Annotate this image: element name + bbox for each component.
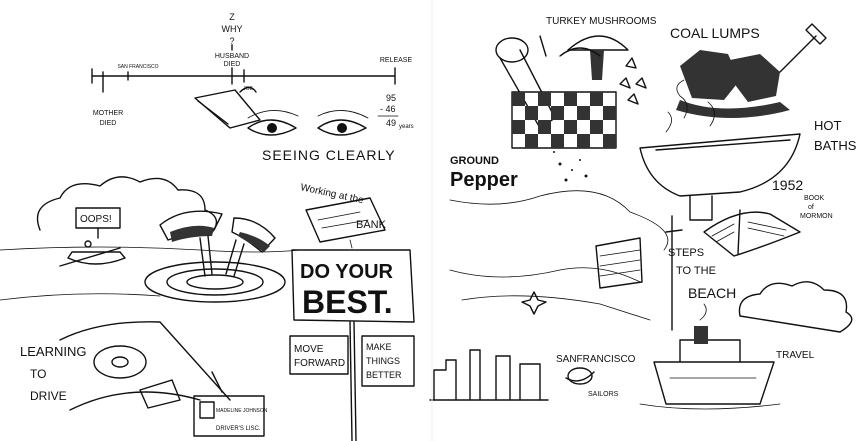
lake-drawing: [0, 210, 301, 303]
things-label: THINGS: [366, 356, 400, 366]
oops-sign: OOPS!: [75, 207, 121, 239]
drivers-lisc-label: DRIVER'S LISC.: [216, 426, 261, 432]
license-name: MADELINE JOHNSON: [216, 408, 268, 414]
coal-lumps-drawing: [676, 23, 827, 118]
learning-to-drive: LEARNING TO DRIVE: [20, 321, 231, 411]
working-at-the-label: Working at the: [299, 182, 365, 206]
ground-pepper: GROUND Pepper: [450, 151, 588, 191]
calc-49: 49: [386, 118, 396, 128]
sailors-label: SAILORS: [588, 391, 619, 398]
timeline-job: JOB: [243, 86, 253, 92]
oops-label: OOPS!: [80, 214, 112, 225]
sailors-hat: SAILORS: [565, 367, 619, 398]
bank-label: BANK: [356, 219, 387, 231]
timeline-died: DIED: [224, 61, 241, 68]
to-label: TO: [30, 367, 46, 381]
travel-label: TRAVEL: [776, 350, 815, 361]
calc-95: 95: [386, 93, 396, 103]
beach-scene: [449, 190, 683, 331]
calc-46: - 46: [380, 104, 396, 114]
move-label: MOVE: [294, 344, 324, 355]
pepper-label: Pepper: [450, 169, 518, 191]
move-forward-sign: MOVE FORWARD: [289, 335, 349, 375]
timeline-z-why: Z: [229, 12, 235, 22]
cloud-left: [36, 176, 218, 236]
best-label: BEST.: [302, 284, 393, 320]
do-your-best-sign: DO YOUR BEST.: [291, 249, 415, 441]
do-your-label: DO YOUR: [300, 261, 394, 283]
timeline-husband: HUSBAND: [215, 53, 249, 60]
eyes-drawing: [247, 110, 369, 136]
baths-label: BATHS: [814, 138, 857, 153]
make-label: MAKE: [366, 342, 392, 352]
calc-years: years: [399, 124, 414, 130]
san-francisco-label: SANFRANCISCO: [556, 354, 636, 365]
mormon-label: MORMON: [800, 213, 833, 220]
open-book: [703, 209, 801, 257]
bathtub: [639, 79, 801, 221]
glasses-drawing: [194, 86, 261, 129]
timeline-mother: MOTHER: [93, 110, 123, 117]
timeline-san-francisco: SAN FRANCISCO: [117, 64, 158, 70]
drivers-license-card: MADELINE JOHNSON DRIVER'S LISC.: [193, 395, 268, 437]
book-label: BOOK: [804, 195, 825, 202]
timeline-mother-died: DIED: [100, 120, 117, 127]
learning-label: LEARNING: [20, 344, 86, 359]
seeing-clearly-label: SEEING CLEARLY: [262, 147, 396, 163]
year-1952: 1952: [772, 177, 803, 193]
candy-corn: [619, 57, 647, 105]
forward-label: FORWARD: [294, 358, 345, 369]
timeline-question: ?: [229, 36, 234, 46]
timeline-release: RELEASE: [380, 57, 413, 64]
checkered-cloth: [511, 91, 617, 149]
better-label: BETTER: [366, 370, 402, 380]
timeline-why: WHY: [222, 24, 243, 34]
ground-label: GROUND: [450, 155, 499, 167]
san-francisco-skyline: SANFRANCISCO: [429, 349, 636, 401]
beach-label: BEACH: [688, 285, 736, 301]
timeline: Z WHY ? SAN FRANCISCO HUSBAND DIED JOB R…: [91, 12, 414, 130]
cloud-right: [738, 281, 853, 333]
rowboat: [59, 240, 126, 267]
hot-label: HOT: [814, 118, 842, 133]
steps-label: STEPS: [668, 247, 704, 259]
turkey-mushrooms-label: TURKEY MUSHROOMS: [546, 16, 657, 27]
to-the-label: TO THE: [676, 265, 716, 277]
mushroom-drawing: [559, 35, 629, 80]
ship-drawing: [639, 303, 781, 410]
bank-check: Working at the BANK: [299, 182, 387, 249]
drive-label: DRIVE: [30, 389, 67, 403]
coal-lumps-label: COAL LUMPS: [670, 25, 760, 41]
make-things-better-sign: MAKE THINGS BETTER: [361, 335, 415, 387]
of-label: of: [808, 204, 814, 211]
